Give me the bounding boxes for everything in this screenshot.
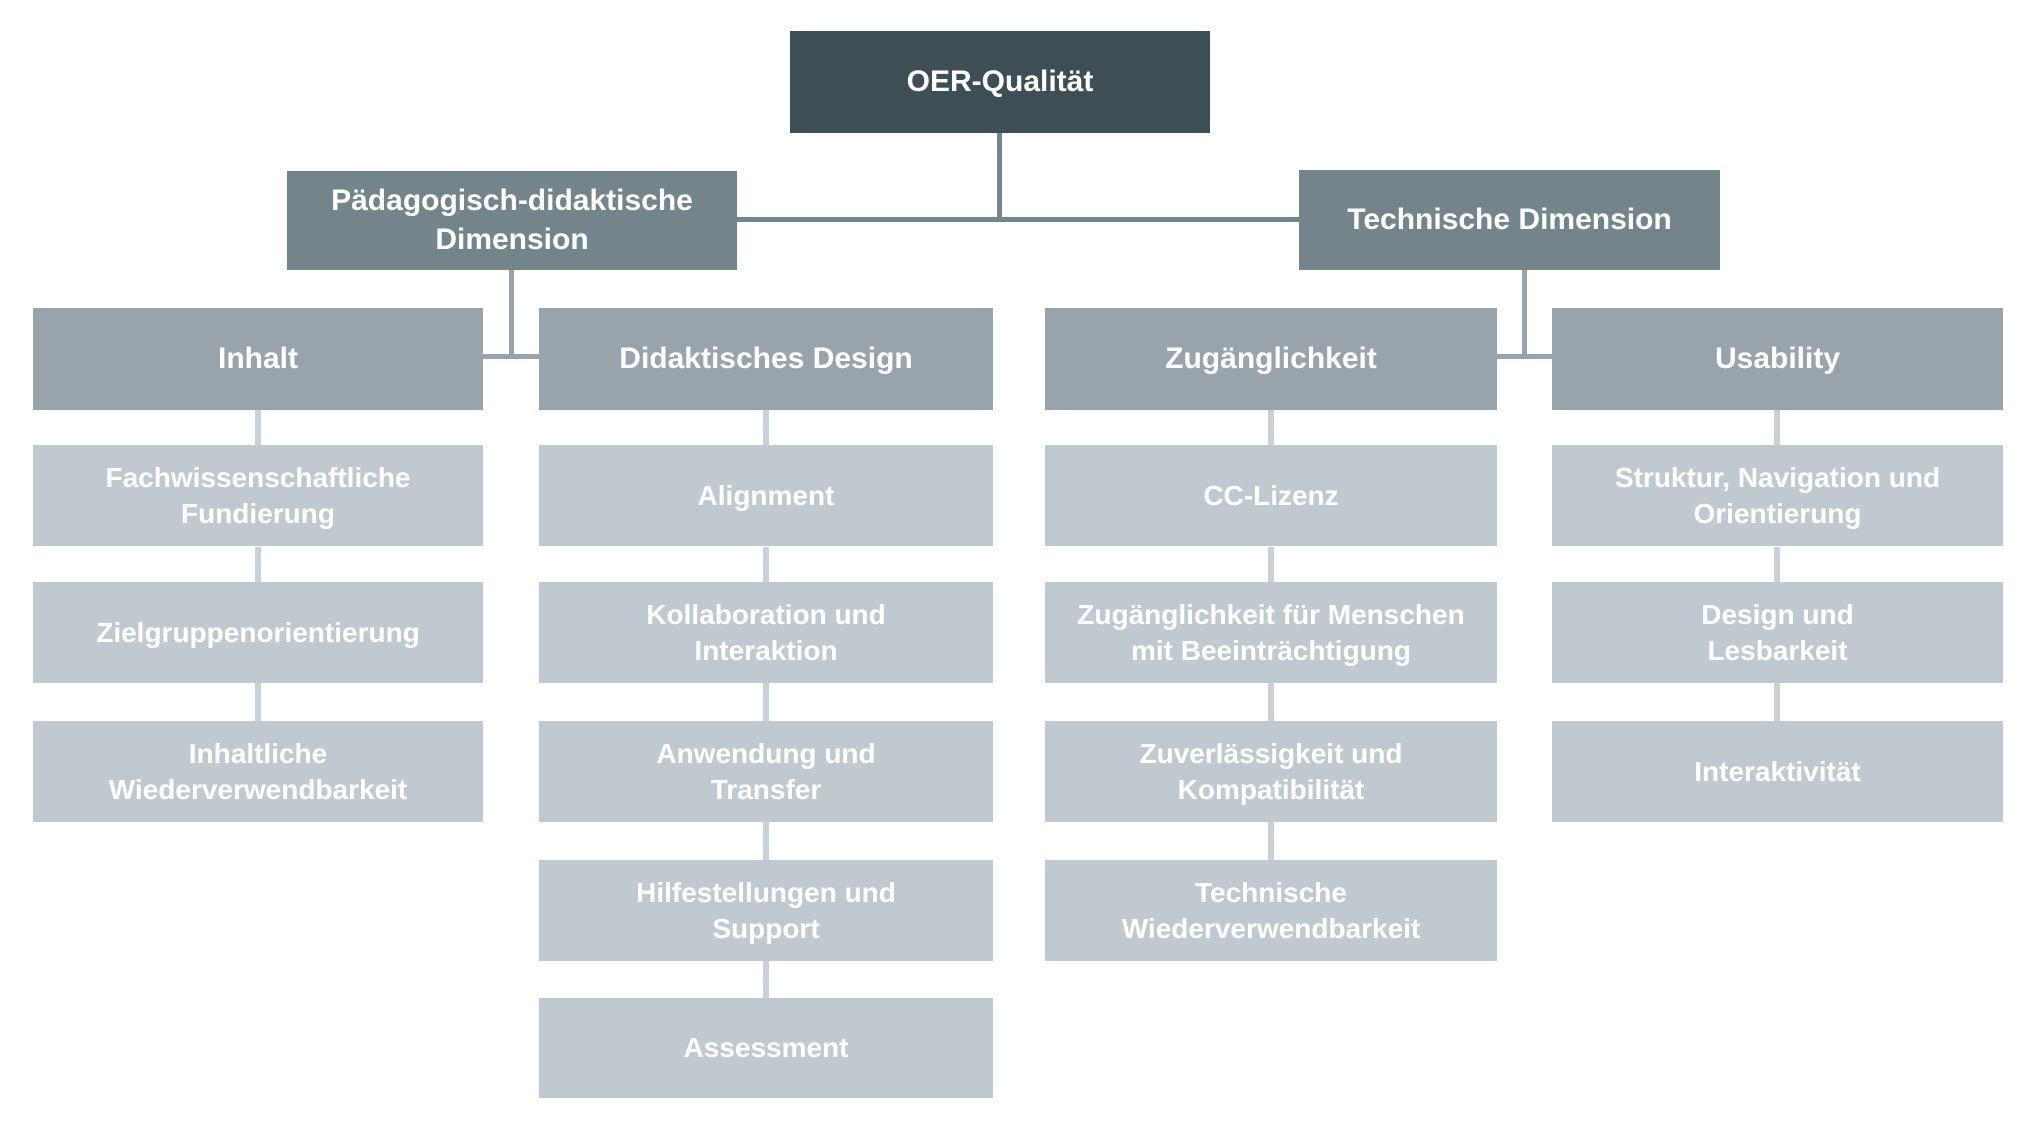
connector-col4-seg2 [1774, 547, 1780, 582]
node-label: Zielgruppenorientierung [96, 616, 420, 648]
connector-col3-seg1 [1268, 410, 1274, 445]
node-label: CC-Lizenz [1203, 479, 1339, 511]
connector-col1-seg2 [255, 547, 261, 582]
node-inhaltliche-wiederverwendbarkeit: Inhaltliche Wiederverwendbarkeit [33, 721, 483, 822]
node-hilfestellungen-und-support: Hilfestellungen und Support [539, 860, 993, 961]
connector-col4-seg3 [1774, 683, 1780, 721]
node-label: Zugänglichkeit [1165, 341, 1377, 375]
node-label: Zugänglichkeit für Menschen mit Beeinträ… [1077, 598, 1465, 666]
connector-col1-seg3 [255, 683, 261, 721]
connector-col2-seg3 [763, 683, 769, 721]
node-zielgruppenorientierung: Zielgruppenorientierung [33, 582, 483, 683]
node-assessment: Assessment [539, 998, 993, 1098]
node-label: Alignment [697, 479, 835, 511]
node-design-und-lesbarkeit: Design und Lesbarkeit [1552, 582, 2003, 683]
node-label: Struktur, Navigation und Orientierung [1614, 461, 1941, 529]
connector-col3-seg3 [1268, 683, 1274, 721]
node-anwendung-und-transfer: Anwendung und Transfer [539, 721, 993, 822]
connector-col4-seg1 [1774, 410, 1780, 445]
connector-col2-seg4 [763, 822, 769, 860]
node-cc-lizenz: CC-Lizenz [1045, 445, 1497, 546]
node-technische-dimension: Technische Dimension [1299, 170, 1720, 270]
node-label: Technische Wiederverwendbarkeit [1121, 876, 1421, 944]
node-label: Fachwissenschaftliche Fundierung [105, 461, 411, 529]
node-label: Inhalt [218, 341, 298, 375]
node-zuverlaessigkeit-und-kompatibilitaet: Zuverlässigkeit und Kompatibilität [1045, 721, 1497, 822]
connector-col1-seg1 [255, 410, 261, 445]
node-label: Anwendung und Transfer [656, 737, 876, 805]
node-struktur-navigation-und-orientierung: Struktur, Navigation und Orientierung [1552, 445, 2003, 546]
connector-dim2-vertical [1522, 270, 1527, 359]
node-didaktisches-design: Didaktisches Design [539, 308, 993, 410]
node-label: Hilfestellungen und Support [636, 876, 896, 944]
connector-dim2-horizontal [1497, 354, 1552, 359]
node-label: Zuverlässigkeit und Kompatibilität [1139, 737, 1403, 805]
connector-col2-seg5 [763, 961, 769, 998]
node-interaktivitaet: Interaktivität [1552, 721, 2003, 822]
connector-col3-seg2 [1268, 547, 1274, 582]
node-label: Usability [1714, 341, 1841, 375]
node-label: OER-Qualität [906, 64, 1094, 98]
node-kollaboration-und-interaktion: Kollaboration und Interaktion [539, 582, 993, 683]
node-label: Interaktivität [1694, 755, 1861, 787]
node-technische-wiederverwendbarkeit: Technische Wiederverwendbarkeit [1045, 860, 1497, 961]
connector-col2-seg1 [763, 410, 769, 445]
connector-dim1-horizontal [483, 354, 539, 359]
node-label: Kollaboration und Interaktion [646, 598, 886, 666]
node-label: Design und Lesbarkeit [1701, 598, 1854, 666]
node-oer-qualitaet: OER-Qualität [790, 31, 1210, 133]
node-zugaenglichkeit-fuer-menschen-mit-beeintraechtigung: Zugänglichkeit für Menschen mit Beeinträ… [1045, 582, 1497, 683]
node-label: Inhaltliche Wiederverwendbarkeit [108, 737, 408, 805]
node-fachwissenschaftliche-fundierung: Fachwissenschaftliche Fundierung [33, 445, 483, 546]
connector-root-vertical [997, 133, 1002, 222]
node-paedagogisch-didaktische-dimension: Pädagogisch-didaktische Dimension [287, 171, 737, 270]
connector-dim1-vertical [509, 270, 514, 359]
node-label: Pädagogisch-didaktische Dimension [331, 184, 693, 256]
node-label: Technische Dimension [1347, 202, 1672, 236]
node-label: Assessment [683, 1032, 849, 1064]
node-zugaenglichkeit: Zugänglichkeit [1045, 308, 1497, 410]
node-label: Didaktisches Design [619, 341, 913, 375]
connector-col3-seg4 [1268, 822, 1274, 860]
node-alignment: Alignment [539, 445, 993, 546]
node-inhalt: Inhalt [33, 308, 483, 410]
node-usability: Usability [1552, 308, 2003, 410]
connector-dimensions-horizontal [734, 217, 1300, 222]
connector-col2-seg2 [763, 547, 769, 582]
